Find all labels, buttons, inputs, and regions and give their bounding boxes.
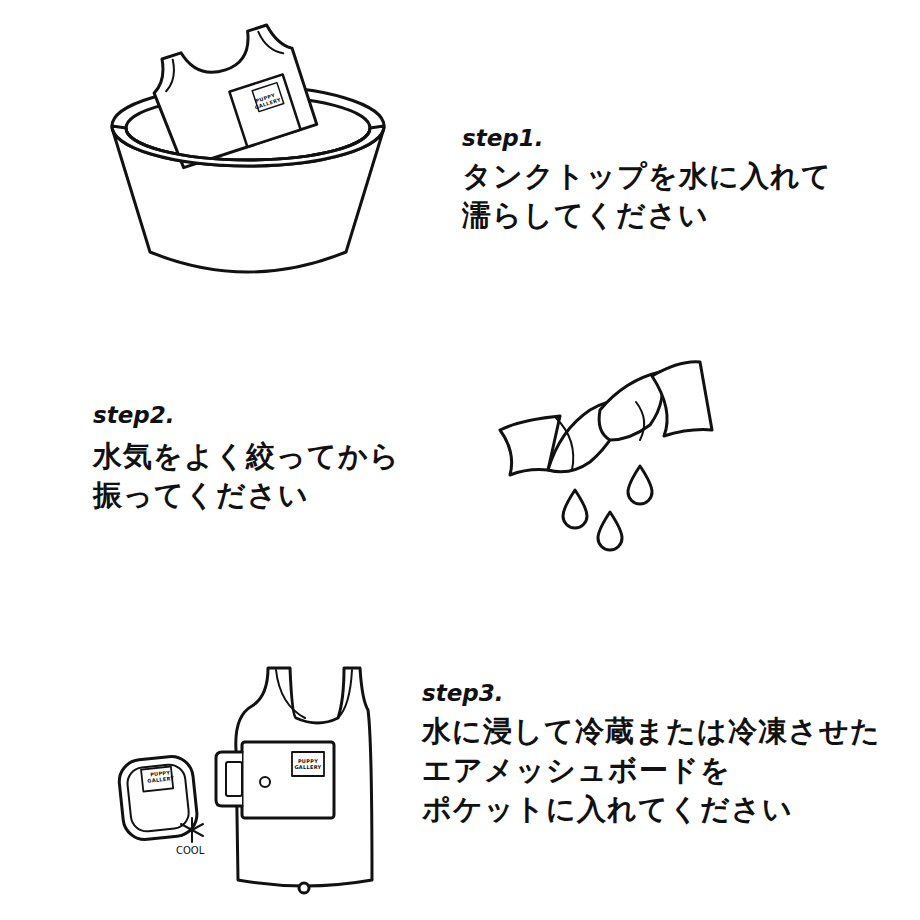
text-line: ポケットに入れてください (422, 790, 881, 829)
cool-mark: COOL (176, 845, 204, 856)
text-line: PUPPY (293, 758, 323, 764)
step-heading: step2. (93, 401, 175, 429)
step-heading: step3. (422, 679, 504, 707)
step-instruction: タンクトップを水に入れて 濡らしてください (462, 157, 832, 235)
text-line: エアメッシュボードを (422, 751, 881, 790)
text-line: 水気をよく絞ってから (93, 437, 400, 476)
text-line: タンクトップを水に入れて (462, 157, 832, 196)
tank-top-illustration (216, 668, 372, 893)
air-mesh-board (117, 754, 199, 841)
step-instruction: 水気をよく絞ってから 振ってください (93, 437, 400, 515)
text-line: 水に浸して冷蔵または冷凍させた (422, 712, 881, 751)
snowflake-symbol (181, 818, 203, 842)
text-line: 濡らしてください (462, 196, 832, 235)
text-line: COOL (176, 845, 204, 856)
text-line: step3. (422, 679, 504, 707)
text-line: step2. (93, 401, 175, 429)
wring-illustration (500, 362, 712, 550)
text-line: 振ってください (93, 476, 400, 515)
text-line: step1. (462, 124, 544, 152)
text-line: GALLERY (293, 764, 323, 770)
step-heading: step1. (462, 124, 544, 152)
step-instruction: 水に浸して冷蔵または冷凍させた エアメッシュボードを ポケットに入れてください (422, 712, 881, 829)
basin-illustration (112, 20, 384, 272)
brand-tag: PUPPY GALLERY (293, 758, 323, 770)
